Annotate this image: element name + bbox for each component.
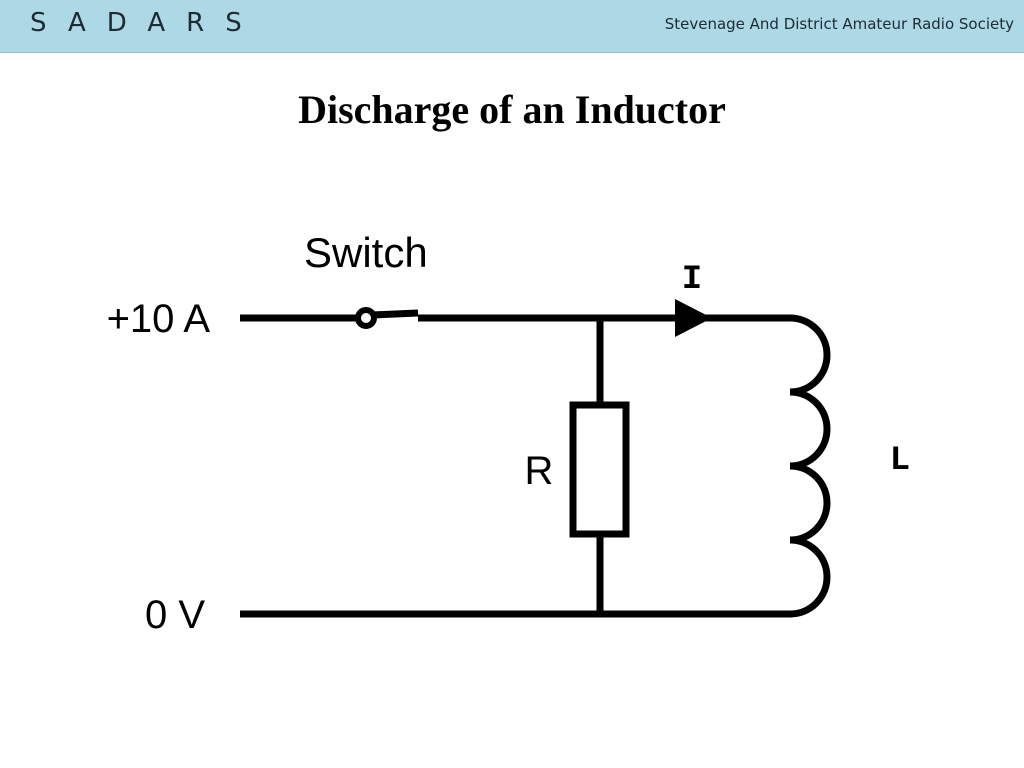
organization-name: Stevenage And District Amateur Radio Soc… <box>664 15 1014 33</box>
inductor-label: L <box>890 442 910 480</box>
resistor-label: R <box>525 449 554 493</box>
header-bar: SADARS Stevenage And District Amateur Ra… <box>0 0 1024 53</box>
bottom-terminal-label: 0 V <box>145 593 205 637</box>
slide-title: Discharge of an Inductor <box>298 87 726 132</box>
current-arrow-icon <box>675 299 712 337</box>
current-label: I <box>682 261 702 299</box>
inductor-coil <box>789 314 831 618</box>
switch-label: Switch <box>304 229 428 276</box>
sadars-logo: SADARS <box>30 8 263 38</box>
switch-blade <box>371 309 419 319</box>
resistor <box>569 401 630 538</box>
top-terminal-label: +10 A <box>107 297 211 341</box>
switch-pivot <box>355 307 377 329</box>
